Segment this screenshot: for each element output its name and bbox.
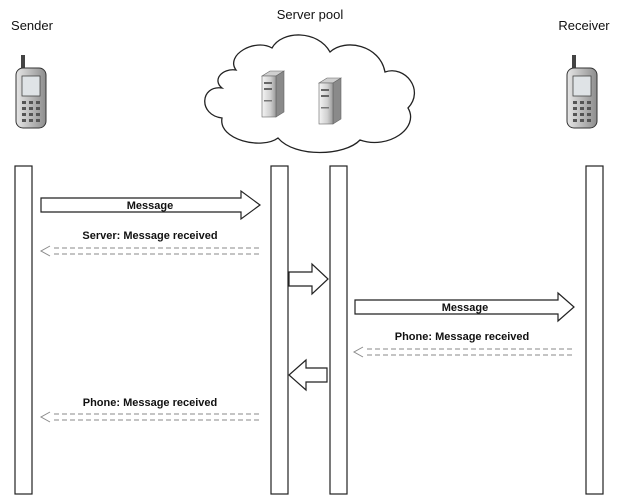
sender-phone-icon bbox=[15, 55, 47, 129]
server-lifeline-1 bbox=[270, 165, 289, 495]
message-arrow-2: Message bbox=[354, 291, 575, 323]
reply-label-phone-2: Phone: Message received bbox=[83, 397, 218, 409]
reply-label-phone-1: Phone: Message received bbox=[395, 331, 530, 343]
server-icon-right bbox=[317, 77, 343, 125]
message-label-2: Message bbox=[442, 302, 488, 314]
internal-arrow-backward bbox=[288, 358, 328, 392]
reply-arrow-1 bbox=[39, 245, 260, 257]
server-icon-left bbox=[260, 70, 286, 118]
sender-lifeline bbox=[14, 165, 33, 495]
message-label-1: Message bbox=[127, 200, 173, 212]
cloud-icon bbox=[204, 34, 415, 154]
reply-label-server: Server: Message received bbox=[82, 230, 217, 242]
server-pool-label: Server pool bbox=[277, 7, 344, 22]
reply-arrow-3 bbox=[39, 411, 260, 423]
receiver-phone-icon bbox=[566, 55, 598, 129]
message-arrow-1: Message bbox=[40, 189, 262, 221]
sender-label: Sender bbox=[11, 18, 54, 33]
internal-arrow-forward bbox=[288, 262, 329, 296]
server-lifeline-2 bbox=[329, 165, 348, 495]
receiver-lifeline bbox=[585, 165, 604, 495]
receiver-label: Receiver bbox=[558, 18, 610, 33]
reply-arrow-2 bbox=[352, 346, 573, 358]
